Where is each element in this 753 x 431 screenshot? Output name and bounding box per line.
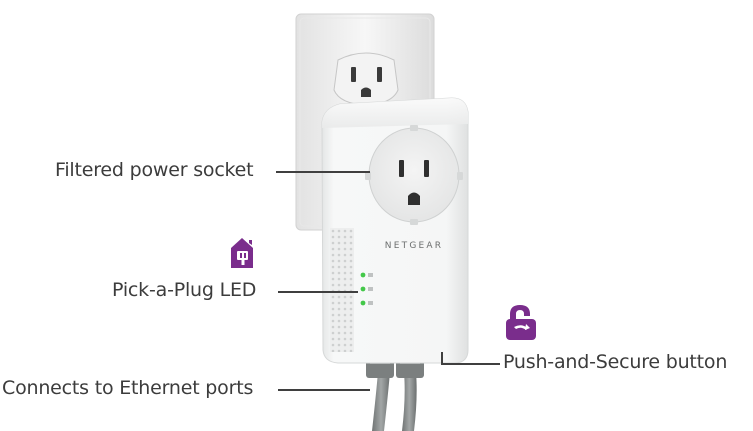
home-plug-icon: [231, 238, 253, 268]
ethernet-label: Connects to Ethernet ports: [2, 377, 254, 399]
led-ethernet: [360, 300, 366, 306]
ethernet-cables: [366, 356, 424, 431]
brand-logo: NETGEAR: [385, 241, 443, 251]
button-label: Push-and-Secure button: [503, 351, 728, 373]
led-power: [360, 272, 366, 278]
padlock-icon: [506, 305, 536, 340]
wall-outlet: [333, 52, 399, 106]
adapter-body: [321, 97, 469, 364]
led-powerline: [360, 286, 366, 292]
leader-lines: [276, 171, 500, 391]
socket-label: Filtered power socket: [55, 159, 254, 181]
led-label: Pick-a-Plug LED: [112, 279, 257, 301]
